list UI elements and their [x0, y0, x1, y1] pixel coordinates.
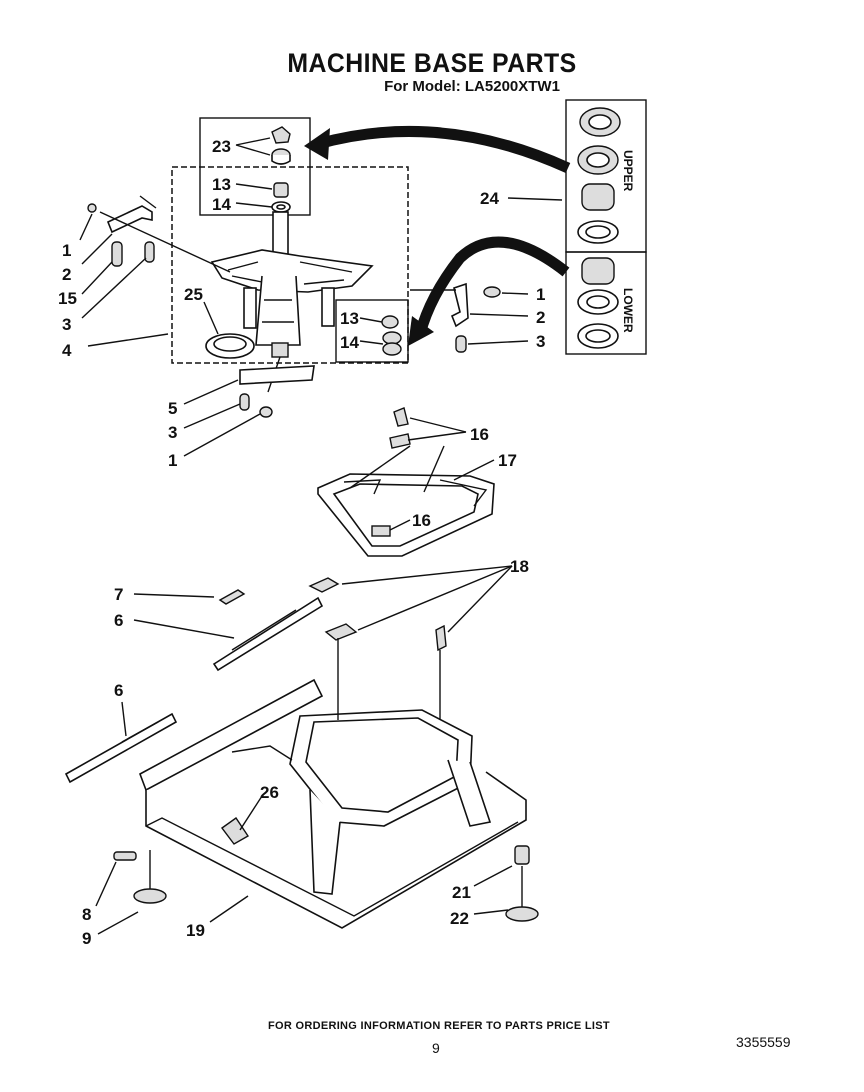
leader-lines: [79, 137, 563, 935]
callout-8: 8: [82, 905, 91, 924]
callout-14-upper: 14: [212, 195, 231, 214]
callout-3-left: 3: [62, 315, 71, 334]
nut-14-lower: [382, 331, 402, 356]
callout-3-center: 3: [168, 423, 177, 442]
washer-14: [271, 201, 291, 213]
transmission-assembly: [210, 211, 374, 393]
callout-7: 7: [114, 585, 123, 604]
pad-16-lower: [371, 525, 391, 537]
switch-26: [221, 817, 249, 845]
callout-23: 23: [212, 137, 231, 156]
callout-5: 5: [168, 399, 177, 418]
callout-1-left: 1: [62, 241, 71, 260]
kit-lower-label: LOWER: [621, 288, 635, 333]
lower-nut-group-box: [335, 299, 409, 363]
callout-14-lower: 14: [340, 333, 359, 352]
callout-6-lower: 6: [114, 681, 123, 700]
bearing-kit-box: [565, 99, 647, 355]
nut-13-lower: [381, 315, 399, 329]
callout-26: 26: [260, 783, 279, 802]
page-number: 9: [432, 1040, 440, 1056]
kit-upper-label: UPPER: [621, 150, 635, 192]
transmission-assembly-box: [171, 166, 409, 364]
callout-3-right: 3: [536, 332, 545, 351]
callout-25: 25: [184, 285, 203, 304]
bushing-13: [273, 182, 289, 198]
callout-2-right: 2: [536, 308, 545, 327]
document-number: 3355559: [736, 1034, 791, 1050]
callout-6-upper: 6: [114, 611, 123, 630]
spring-7: [218, 589, 246, 605]
rail-6-upper: [212, 596, 324, 672]
pad-16-top: [389, 407, 411, 449]
callout-2-left: 2: [62, 265, 71, 284]
callout-1-center: 1: [168, 451, 177, 470]
leveling-leg-right: [505, 845, 539, 922]
model-subtitle: For Model: LA5200XTW1: [384, 78, 560, 95]
leveling-leg-left: [113, 850, 167, 904]
callout-24: 24: [480, 189, 499, 208]
ordering-note: FOR ORDERING INFORMATION REFER TO PARTS …: [268, 1020, 610, 1032]
clip-5: [239, 365, 315, 418]
nut-23-bottom: [271, 148, 291, 165]
callout-16-upper: 16: [470, 425, 489, 444]
rail-6-lower: [64, 712, 178, 784]
callout-4: 4: [62, 341, 72, 360]
kit-arrow-upper: [304, 125, 571, 174]
callout-16-lower: 16: [412, 511, 431, 530]
clip-18: [308, 577, 447, 652]
callout-9: 9: [82, 929, 91, 948]
callout-17: 17: [498, 451, 517, 470]
callout-1-right: 1: [536, 285, 545, 304]
kit-arrow-lower: [408, 236, 570, 346]
callout-18: 18: [510, 557, 529, 576]
callout-19: 19: [186, 921, 205, 940]
suspension-bracket-17: [317, 445, 495, 557]
callout-13-lower: 13: [340, 309, 359, 328]
callout-22: 22: [450, 909, 469, 928]
page-title: MACHINE BASE PARTS: [287, 48, 577, 78]
callout-15: 15: [58, 289, 77, 308]
machine-base-frame-19: [139, 638, 527, 929]
brake-clip-left: [87, 195, 231, 273]
callout-13-upper: 13: [212, 175, 231, 194]
seal-25: [205, 333, 255, 359]
callout-21: 21: [452, 883, 471, 902]
brake-clip-right: [410, 282, 501, 353]
nut-23-top: [271, 126, 291, 144]
